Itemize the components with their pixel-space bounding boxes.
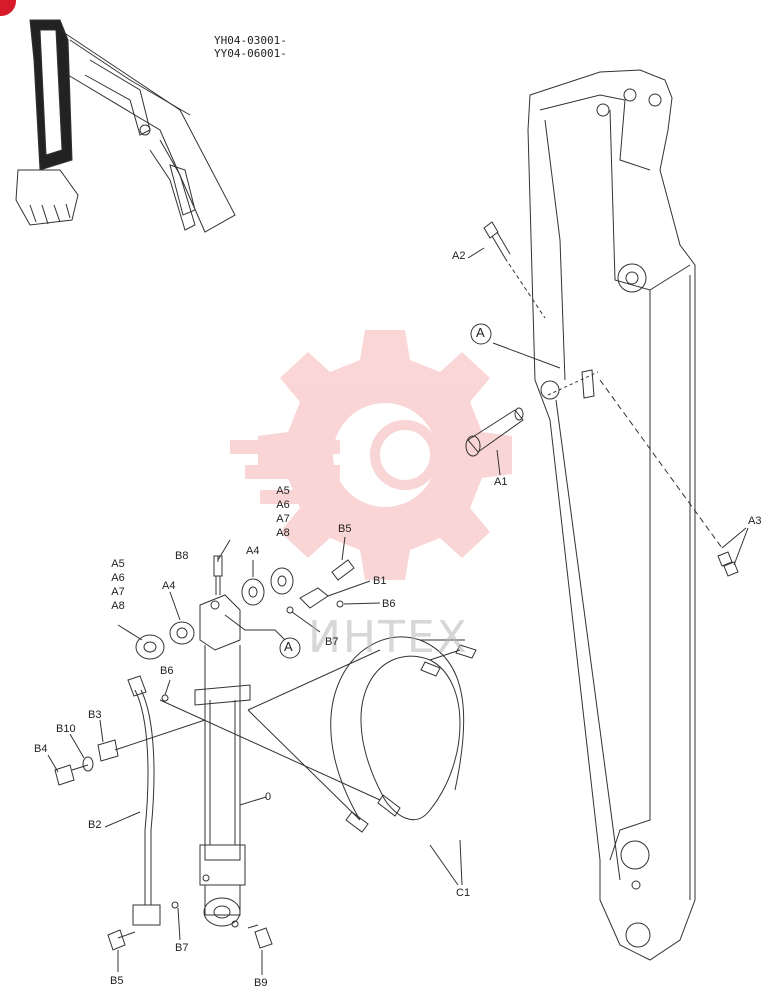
callout-cylinder: 0 bbox=[265, 791, 272, 803]
washer-stack-left: A5 A6 A7 A8 bbox=[111, 558, 125, 612]
detail-a-circle-bottom bbox=[279, 637, 301, 659]
callout-b5-top: B5 bbox=[338, 523, 352, 535]
a2-leader-dashed bbox=[504, 257, 546, 319]
washer-a5-right bbox=[270, 567, 294, 595]
callout-a2: A2 bbox=[452, 250, 466, 262]
callout-a4-right: A4 bbox=[246, 545, 260, 557]
washer-a4-right bbox=[241, 578, 265, 606]
callout-b2: B2 bbox=[88, 819, 102, 831]
washer-a4-left bbox=[169, 621, 195, 645]
serial-number-2: YY04-06001- bbox=[214, 47, 287, 60]
nuts-a3 bbox=[717, 551, 739, 577]
callout-b7-bottom: B7 bbox=[175, 942, 189, 954]
pin-a1 bbox=[465, 407, 524, 457]
bolt-b4 bbox=[54, 764, 89, 786]
callout-b7-top: B7 bbox=[325, 636, 339, 648]
hose-b2 bbox=[127, 675, 161, 926]
callout-c1: C1 bbox=[456, 887, 471, 899]
callout-b6-left: B6 bbox=[160, 665, 174, 677]
callout-b1: B1 bbox=[373, 575, 387, 587]
callout-a4-left: A4 bbox=[162, 580, 176, 592]
bolt-b9 bbox=[247, 924, 273, 949]
callout-a3: A3 bbox=[748, 515, 762, 527]
callout-b10: B10 bbox=[56, 723, 76, 735]
bolt-b5-top bbox=[331, 559, 355, 581]
block-b1 bbox=[299, 587, 329, 609]
arm-cylinder bbox=[194, 594, 251, 927]
washer-a5-left bbox=[135, 634, 165, 660]
callout-detail-a-bottom: A bbox=[284, 639, 293, 654]
detail-a-circle-top bbox=[470, 323, 492, 345]
serial-number-1: YH04-03001- bbox=[214, 34, 287, 47]
callout-b3: B3 bbox=[88, 709, 102, 721]
block-b3 bbox=[97, 739, 119, 762]
watermark-gear-logo bbox=[230, 330, 512, 580]
bolt-b5-bottom bbox=[107, 929, 136, 951]
washer-b10 bbox=[82, 756, 94, 772]
callout-detail-a-top: A bbox=[476, 325, 485, 340]
callout-b9: B9 bbox=[254, 977, 268, 989]
callout-b4: B4 bbox=[34, 743, 48, 755]
excavator-thumbnail bbox=[15, 19, 236, 233]
callout-a1: A1 bbox=[494, 476, 508, 488]
hoses-c1 bbox=[330, 636, 477, 833]
boom-outline bbox=[527, 69, 696, 961]
callout-b6-right: B6 bbox=[382, 598, 396, 610]
a3-leader-dashed bbox=[599, 379, 723, 549]
callout-b8: B8 bbox=[175, 550, 189, 562]
watermark-text: ИНТЕХ bbox=[308, 612, 469, 663]
washer-stack-right: A5 A6 A7 A8 bbox=[276, 485, 290, 539]
bolt-a2 bbox=[483, 221, 511, 259]
callout-b5-bottom: B5 bbox=[110, 975, 124, 987]
grease-nipple-b8 bbox=[213, 555, 223, 595]
